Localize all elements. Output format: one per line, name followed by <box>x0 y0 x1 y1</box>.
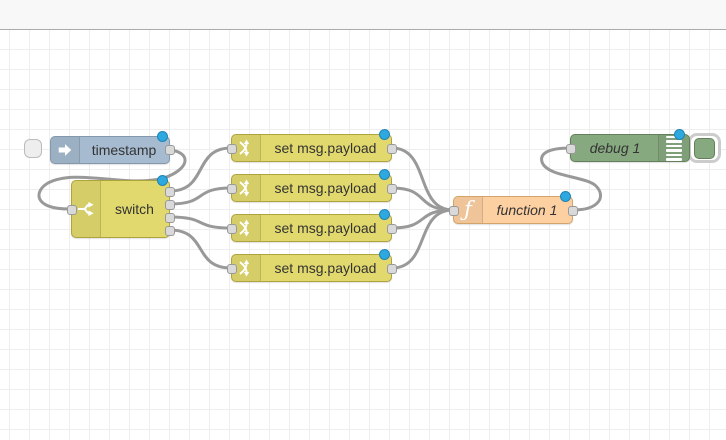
node-change-1[interactable]: set msg.payload <box>227 129 397 162</box>
changed-badge <box>560 191 571 202</box>
wire-switch4-to-change4[interactable] <box>168 228 233 270</box>
changed-badge <box>157 175 168 186</box>
wire-function-to-debug[interactable] <box>540 146 602 212</box>
port-output-change-4[interactable] <box>387 264 397 274</box>
change-shuffle-icon <box>239 179 250 197</box>
node-inject-timestamp[interactable]: timestamp <box>50 131 175 164</box>
port-output-change-1[interactable] <box>387 144 397 154</box>
port-output-switch-4[interactable] <box>165 226 175 236</box>
port-output-timestamp[interactable] <box>165 145 175 155</box>
inject-arrow-icon <box>58 144 72 156</box>
wire-change2-to-function[interactable] <box>390 186 455 212</box>
port-input-switch[interactable] <box>67 205 77 215</box>
changed-badge <box>379 249 390 260</box>
change-shuffle-icon <box>239 219 250 237</box>
change-shuffle-icon <box>239 139 250 157</box>
node-label: debug 1 <box>589 140 641 156</box>
node-label: switch <box>115 201 154 217</box>
node-label: timestamp <box>91 142 157 158</box>
port-output-switch-2[interactable] <box>165 200 175 210</box>
wire-switch1-to-change1[interactable] <box>168 146 233 193</box>
port-output-function[interactable] <box>568 206 578 216</box>
node-change-4[interactable]: set msg.payload <box>227 249 397 282</box>
port-output-change-3[interactable] <box>387 224 397 234</box>
port-input-change-1[interactable] <box>227 144 237 154</box>
changed-badge <box>379 209 390 220</box>
workspace-canvas[interactable]: timestamp switch <box>0 30 726 440</box>
changed-badge <box>379 129 390 140</box>
change-shuffle-icon <box>239 259 250 277</box>
port-input-change-3[interactable] <box>227 224 237 234</box>
node-label: set msg.payload <box>274 260 377 276</box>
wire-timestamp-to-switch[interactable] <box>37 148 187 211</box>
debug-toggle-indicator <box>694 137 715 159</box>
switch-fork-icon <box>77 201 94 217</box>
port-output-change-2[interactable] <box>387 184 397 194</box>
port-output-switch-1[interactable] <box>165 187 175 197</box>
wire-change4-to-function[interactable] <box>390 208 455 270</box>
debug-toggle-button[interactable] <box>688 133 721 163</box>
change-icon-region <box>232 135 261 161</box>
wire-switch3-to-change3[interactable] <box>168 215 233 230</box>
changed-badge <box>157 131 168 142</box>
node-debug-1[interactable]: debug 1 <box>566 129 690 162</box>
port-output-switch-3[interactable] <box>165 213 175 223</box>
port-input-function[interactable] <box>449 206 459 216</box>
node-change-2[interactable]: set msg.payload <box>227 169 397 202</box>
node-label: set msg.payload <box>274 180 377 196</box>
wire-switch2-to-change2[interactable] <box>168 186 233 206</box>
port-input-change-2[interactable] <box>227 184 237 194</box>
node-label: set msg.payload <box>274 140 377 156</box>
port-input-change-4[interactable] <box>227 264 237 274</box>
node-function-1[interactable]: ƒ function 1 <box>449 191 578 224</box>
node-label: set msg.payload <box>274 220 377 236</box>
header-strip <box>0 0 726 30</box>
function-f-icon: ƒ <box>464 196 472 221</box>
node-switch[interactable]: switch <box>67 175 175 238</box>
node-change-3[interactable]: set msg.payload <box>227 209 397 242</box>
inject-trigger-button[interactable] <box>24 139 42 158</box>
debug-icon-region <box>658 135 689 161</box>
port-input-debug[interactable] <box>566 144 576 154</box>
switch-icon-region <box>72 181 101 237</box>
changed-badge <box>674 129 685 140</box>
node-label: function 1 <box>496 202 558 218</box>
wire-change1-to-function[interactable] <box>390 146 455 212</box>
inject-icon-region <box>51 137 80 163</box>
wire-layer <box>37 146 602 270</box>
changed-badge <box>379 169 390 180</box>
